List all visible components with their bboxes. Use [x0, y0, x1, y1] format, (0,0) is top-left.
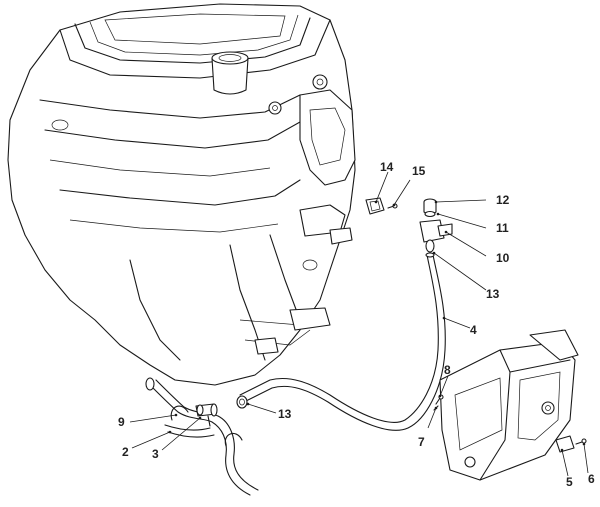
fitting-assembly-10-11-12	[419, 198, 453, 253]
callout-8: 8	[444, 363, 451, 377]
callout-14: 14	[380, 160, 394, 174]
callout-3: 3	[152, 447, 159, 461]
callout-12: 12	[496, 193, 510, 207]
right-bracket-assembly	[433, 329, 587, 481]
callout-13-lower: 13	[278, 407, 292, 421]
callout-13-upper: 13	[486, 287, 500, 301]
callout-4: 4	[470, 323, 477, 337]
callout-5: 5	[566, 475, 573, 489]
callout-2: 2	[122, 445, 129, 459]
part-13-clamp-lower	[236, 395, 248, 409]
part-4-hose	[239, 252, 446, 431]
part-15-screw	[387, 203, 398, 209]
adapter-housing	[7, 3, 356, 386]
leader-lines	[129, 171, 589, 477]
callout-11: 11	[496, 221, 509, 235]
part-14-clip	[365, 197, 385, 215]
callout-15: 15	[412, 164, 426, 178]
callout-10: 10	[496, 251, 510, 265]
callout-7: 7	[418, 435, 425, 449]
callout-6: 6	[588, 472, 595, 486]
callout-9: 9	[118, 415, 125, 429]
lower-hose-assembly	[145, 377, 259, 496]
